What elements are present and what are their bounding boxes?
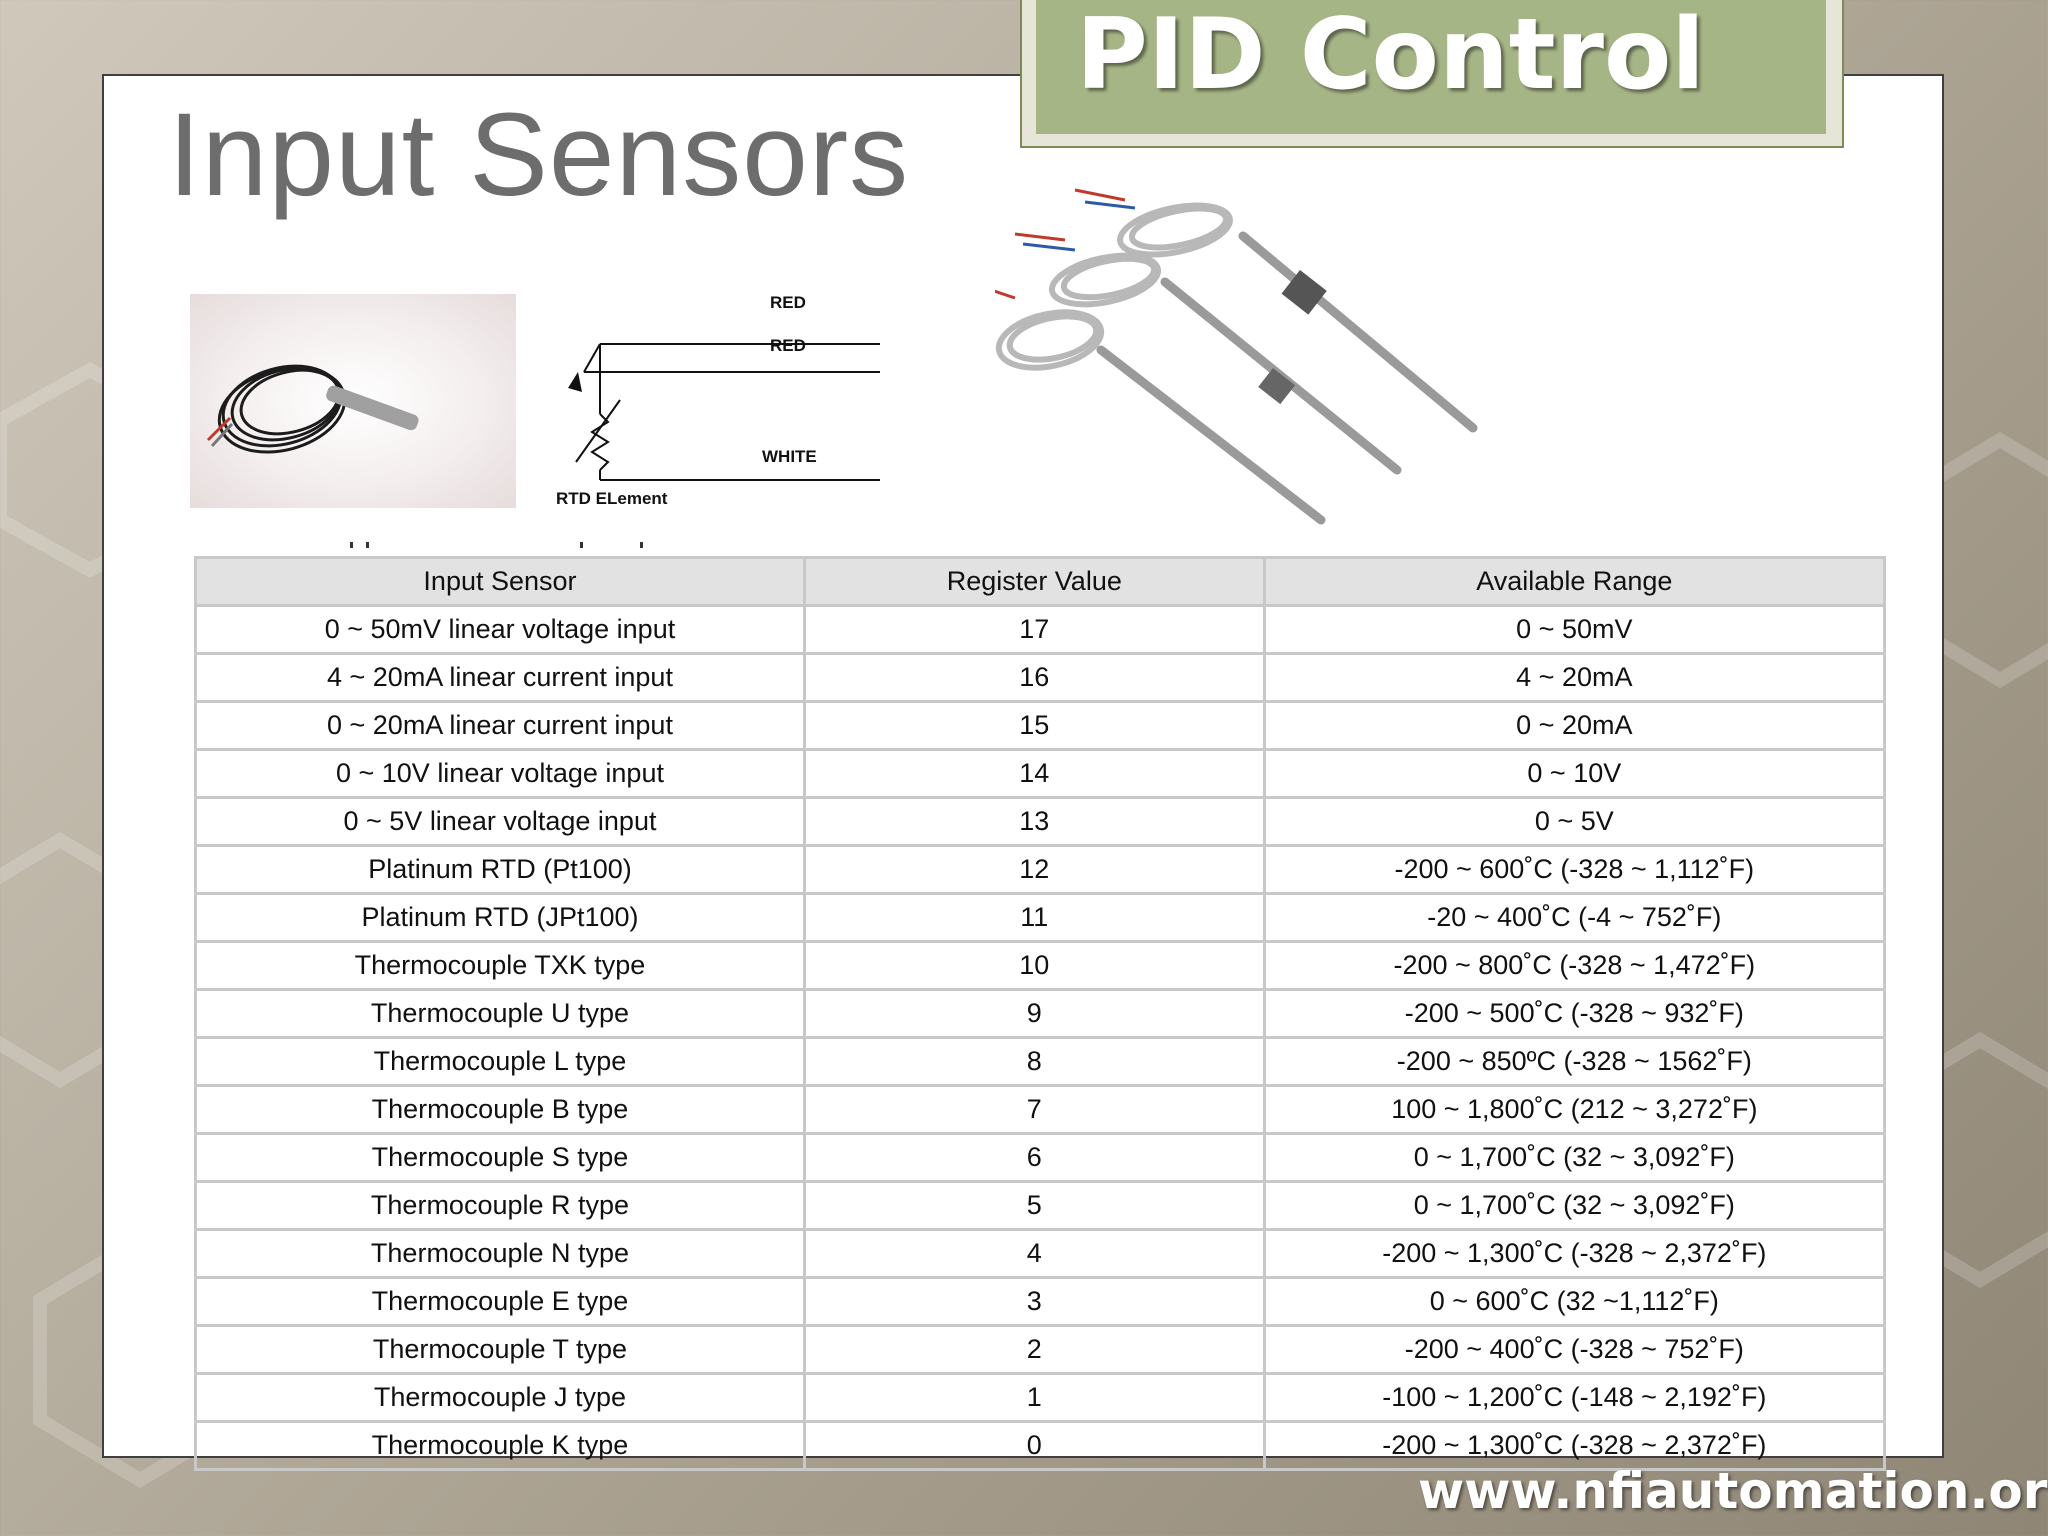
cell-register-value: 13 <box>802 796 1266 847</box>
table-row: Platinum RTD (Pt100)12-200 ~ 600˚C (-328… <box>194 844 1887 895</box>
cell-input-sensor: Thermocouple T type <box>194 1324 806 1375</box>
thermocouple-probes-photo <box>995 188 1478 525</box>
label-rtd-element: RTD ELement <box>556 489 668 508</box>
footer-website-url: www.nfiautomation.org <box>1418 1462 2048 1520</box>
cell-input-sensor: Platinum RTD (Pt100) <box>194 844 806 895</box>
label-white: WHITE <box>762 447 817 466</box>
cell-input-sensor: Thermocouple K type <box>194 1420 806 1471</box>
cell-available-range: -200 ~ 800˚C (-328 ~ 1,472˚F) <box>1262 940 1887 991</box>
cell-available-range: 0 ~ 5V <box>1262 796 1887 847</box>
cell-input-sensor: Thermocouple J type <box>194 1372 806 1423</box>
cell-available-range: -20 ~ 400˚C (-4 ~ 752˚F) <box>1262 892 1887 943</box>
cell-available-range: -200 ~ 400˚C (-328 ~ 752˚F) <box>1262 1324 1887 1375</box>
banner-fill <box>1036 0 1826 134</box>
cell-input-sensor: Thermocouple L type <box>194 1036 806 1087</box>
input-sensor-table: Input Sensor Register Value Available Ra… <box>194 556 1887 1471</box>
cell-input-sensor: Thermocouple TXK type <box>194 940 806 991</box>
cell-register-value: 10 <box>802 940 1266 991</box>
cell-available-range: -200 ~ 1,300˚C (-328 ~ 2,372˚F) <box>1262 1228 1887 1279</box>
cell-input-sensor: 0 ~ 50mV linear voltage input <box>194 604 806 655</box>
cell-register-value: 11 <box>802 892 1266 943</box>
cell-available-range: -200 ~ 500˚C (-328 ~ 932˚F) <box>1262 988 1887 1039</box>
cell-register-value: 9 <box>802 988 1266 1039</box>
cell-input-sensor: Thermocouple B type <box>194 1084 806 1135</box>
cell-register-value: 5 <box>802 1180 1266 1231</box>
cell-input-sensor: Thermocouple U type <box>194 988 806 1039</box>
cell-available-range: 0 ~ 1,700˚C (32 ~ 3,092˚F) <box>1262 1180 1887 1231</box>
cell-register-value: 2 <box>802 1324 1266 1375</box>
header-available-range: Available Range <box>1262 556 1887 607</box>
variable-arrow-icon <box>568 372 582 392</box>
cell-input-sensor: Thermocouple S type <box>194 1132 806 1183</box>
cell-input-sensor: Thermocouple N type <box>194 1228 806 1279</box>
cell-available-range: -100 ~ 1,200˚C (-148 ~ 2,192˚F) <box>1262 1372 1887 1423</box>
slide-title: Input Sensors <box>168 89 910 221</box>
rtd-wiring-diagram: RED RED WHITE RTD ELement <box>556 293 880 508</box>
table-header-row: Input Sensor Register Value Available Ra… <box>194 556 1887 607</box>
label-red-top: RED <box>770 293 806 312</box>
cell-register-value: 1 <box>802 1372 1266 1423</box>
table-row: Platinum RTD (JPt100)11-20 ~ 400˚C (-4 ~… <box>194 892 1887 943</box>
cell-register-value: 16 <box>802 652 1266 703</box>
rtd-probe-photo <box>190 294 516 508</box>
cell-available-range: 100 ~ 1,800˚C (212 ~ 3,272˚F) <box>1262 1084 1887 1135</box>
cell-available-range: 0 ~ 10V <box>1262 748 1887 799</box>
cell-input-sensor: Platinum RTD (JPt100) <box>194 892 806 943</box>
cell-input-sensor: 0 ~ 10V linear voltage input <box>194 748 806 799</box>
cell-register-value: 15 <box>802 700 1266 751</box>
cell-register-value: 17 <box>802 604 1266 655</box>
cell-available-range: 0 ~ 1,700˚C (32 ~ 3,092˚F) <box>1262 1132 1887 1183</box>
cell-register-value: 8 <box>802 1036 1266 1087</box>
header-register-value: Register Value <box>802 556 1266 607</box>
cell-input-sensor: 4 ~ 20mA linear current input <box>194 652 806 703</box>
cell-register-value: 3 <box>802 1276 1266 1327</box>
cell-available-range: -200 ~ 600˚C (-328 ~ 1,112˚F) <box>1262 844 1887 895</box>
cell-register-value: 6 <box>802 1132 1266 1183</box>
cell-available-range: 0 ~ 50mV <box>1262 604 1887 655</box>
cell-available-range: -200 ~ 850ºC (-328 ~ 1562˚F) <box>1262 1036 1887 1087</box>
cell-register-value: 0 <box>802 1420 1266 1471</box>
cell-register-value: 12 <box>802 844 1266 895</box>
cell-available-range: -200 ~ 1,300˚C (-328 ~ 2,372˚F) <box>1262 1420 1887 1471</box>
cell-input-sensor: Thermocouple E type <box>194 1276 806 1327</box>
cell-input-sensor: 0 ~ 5V linear voltage input <box>194 796 806 847</box>
cell-register-value: 7 <box>802 1084 1266 1135</box>
cell-available-range: 4 ~ 20mA <box>1262 652 1887 703</box>
cell-input-sensor: 0 ~ 20mA linear current input <box>194 700 806 751</box>
cell-available-range: 0 ~ 20mA <box>1262 700 1887 751</box>
cell-available-range: 0 ~ 600˚C (32 ~1,112˚F) <box>1262 1276 1887 1327</box>
header-input-sensor: Input Sensor <box>194 556 806 607</box>
cell-register-value: 14 <box>802 748 1266 799</box>
cropped-caption-fragment <box>340 534 660 548</box>
cell-input-sensor: Thermocouple R type <box>194 1180 806 1231</box>
label-red-bottom: RED <box>770 336 806 355</box>
cell-register-value: 4 <box>802 1228 1266 1279</box>
title-banner: PID Control <box>1020 0 1844 148</box>
banner-text: PID Control <box>1076 0 1705 112</box>
